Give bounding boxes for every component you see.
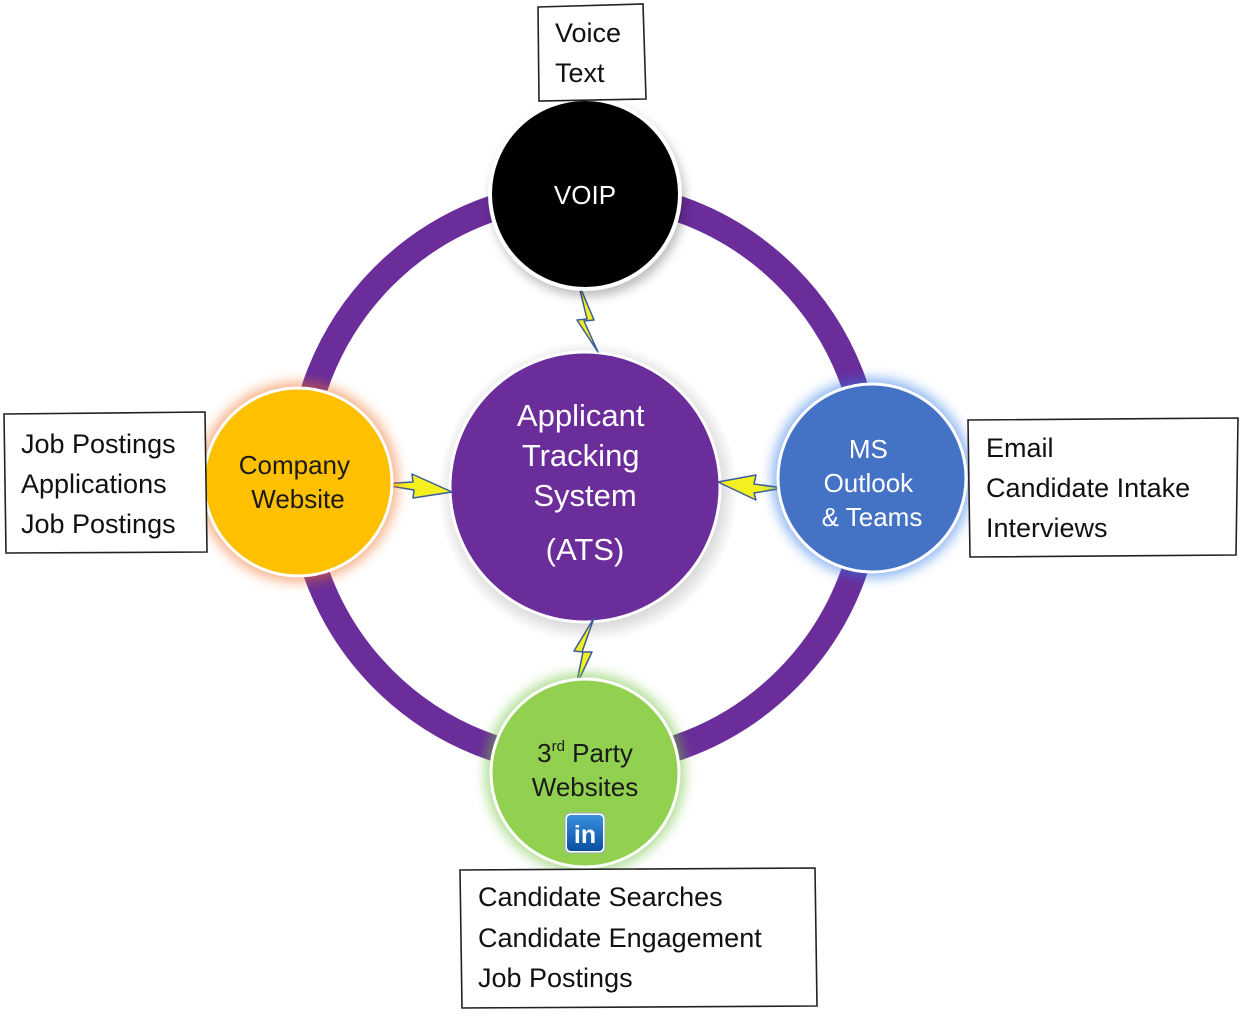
thirdparty-node (489, 677, 681, 869)
svg-text:Candidate Searches Candi: Candidate Searches Candidate Engagement … (478, 882, 769, 993)
ats-hub (448, 350, 722, 624)
note-website-line-1: Job Postings (21, 429, 176, 459)
svg-text:Applicant Tracking Sys: Applicant Tracking System (517, 398, 653, 513)
linkedin-icon-text: in (574, 821, 596, 849)
note-website-line-3: Job Postings (21, 509, 176, 539)
thirdparty-line-2: Websites (532, 772, 638, 802)
note-website: Job Postings Applications Job Postings (3, 411, 208, 554)
outlook-line-3: & Teams (822, 502, 923, 532)
note-outlook-line-3: Interviews (986, 513, 1108, 543)
svg-text:Job Postings Application: Job Postings Applications Job Postings (21, 429, 183, 539)
note-thirdparty-line-3: Job Postings (478, 963, 633, 993)
note-voip-line-1: Voice (555, 18, 621, 48)
website-node (202, 386, 394, 578)
note-thirdparty: Candidate Searches Candidate Engagement … (459, 867, 818, 1009)
note-voip-line-2: Text (555, 58, 605, 88)
hub-line-3: System (533, 478, 636, 513)
hub-line-2: Tracking (522, 438, 640, 473)
website-line-2: Website (251, 484, 344, 514)
note-outlook: Email Candidate Intake Interviews (967, 417, 1239, 558)
note-voip: Voice Text (537, 3, 647, 102)
svg-text:Email Candidate Intake: Email Candidate Intake Interviews (986, 433, 1198, 543)
svg-text:MS Outlook & Teams: MS Outlook & Teams (822, 434, 923, 532)
note-outlook-line-1: Email (986, 433, 1054, 463)
note-outlook-line-2: Candidate Intake (986, 473, 1190, 503)
bolt-voip-icon (576, 281, 599, 353)
hub-abbr: (ATS) (546, 532, 625, 567)
outlook-line-2: Outlook (824, 468, 915, 498)
hub-line-1: Applicant (517, 398, 645, 433)
note-thirdparty-line-2: Candidate Engagement (478, 923, 762, 953)
linkedin-icon: in (564, 812, 606, 854)
svg-text:Voice Text: Voice Text (555, 18, 629, 88)
note-thirdparty-line-1: Candidate Searches (478, 882, 723, 912)
thirdparty-line-1: 3rd Party (537, 738, 633, 768)
outlook-node (776, 382, 968, 574)
voip-label: VOIP (554, 180, 616, 210)
note-website-line-2: Applications (21, 469, 167, 499)
svg-text:Company Website: Company Website (239, 450, 358, 514)
website-line-1: Company (239, 450, 350, 480)
outlook-line-1: MS (849, 434, 888, 464)
